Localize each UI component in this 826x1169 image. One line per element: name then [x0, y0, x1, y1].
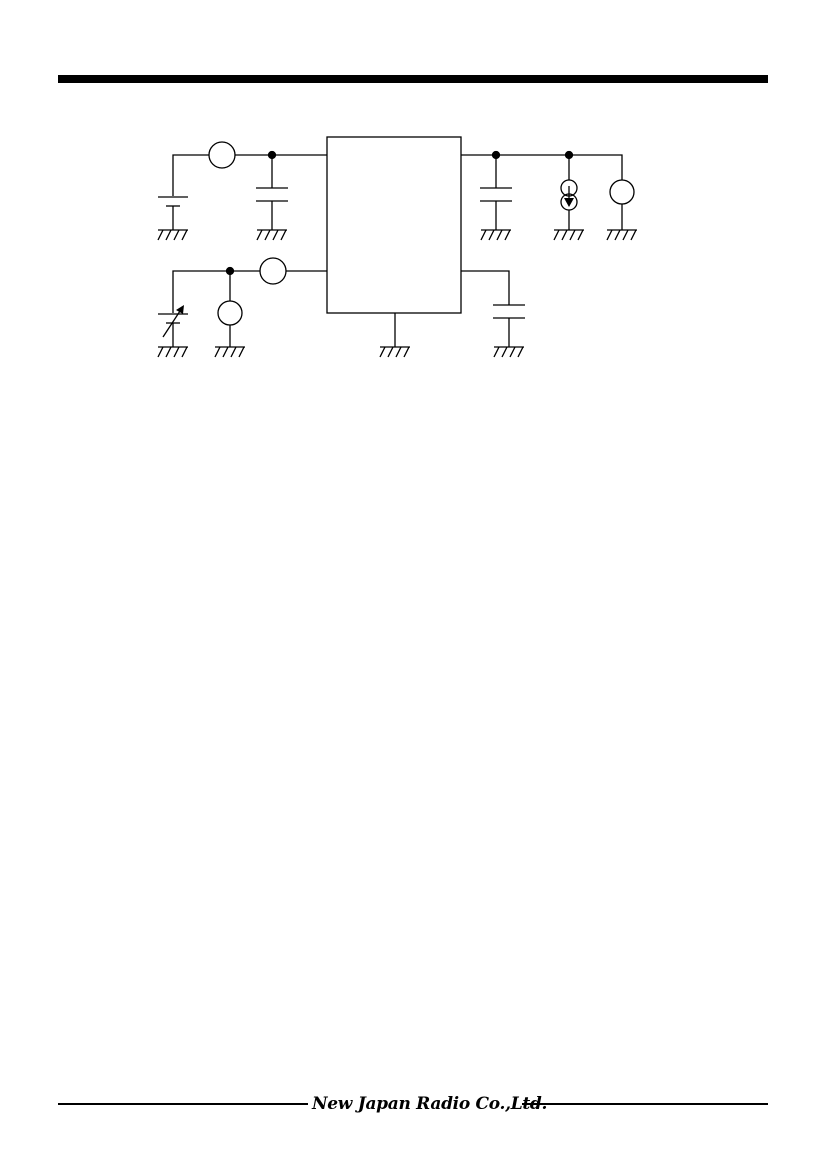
output-wire	[461, 154, 623, 180]
capacitor-aux	[461, 270, 525, 347]
ground-symbol	[553, 229, 584, 241]
ground-symbol	[256, 229, 287, 241]
ground-symbol	[157, 229, 188, 241]
current-load	[560, 155, 578, 230]
variable-voltage-source	[158, 305, 188, 347]
ground-symbol	[379, 346, 410, 358]
ground-symbol	[214, 346, 245, 358]
footer-rule-left	[58, 1103, 308, 1105]
voltmeter-control	[217, 300, 243, 326]
ground-symbol	[157, 346, 188, 358]
control-wire	[172, 270, 327, 313]
company-logo: New Japan Radio Co.,Ltd.	[312, 1094, 548, 1114]
voltmeter-output	[609, 179, 635, 205]
ammeter-input	[208, 141, 236, 169]
test-circuit-diagram	[157, 136, 637, 358]
header-rule	[58, 75, 768, 83]
ground-symbol	[480, 229, 511, 241]
capacitor-output	[480, 155, 512, 230]
ic-block	[326, 136, 462, 314]
input-wire	[172, 154, 327, 196]
ground-symbol	[606, 229, 637, 241]
battery-supply	[158, 196, 188, 230]
capacitor-input	[256, 155, 288, 230]
ground-symbol	[493, 346, 524, 358]
ammeter-control	[259, 257, 287, 285]
footer-rule-right	[522, 1103, 768, 1105]
